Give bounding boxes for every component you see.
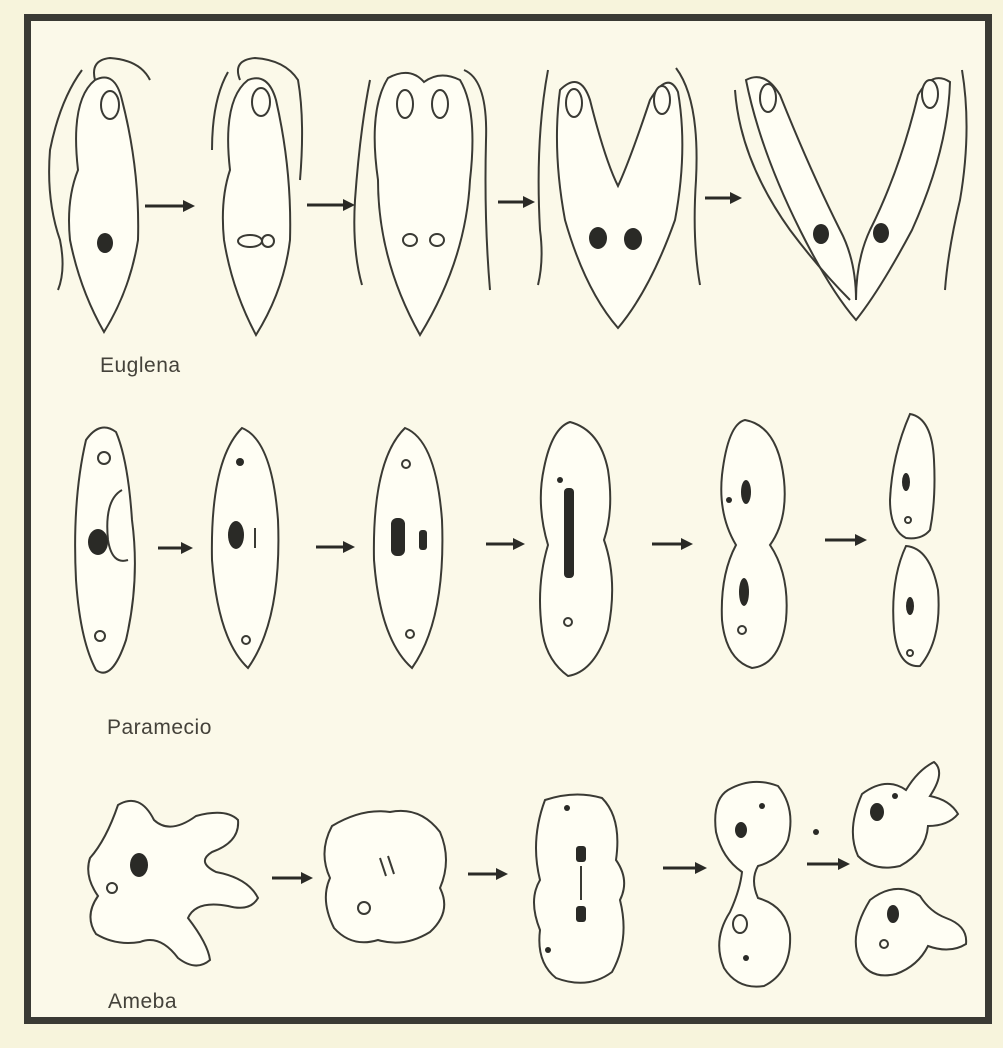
euglena-row bbox=[49, 58, 966, 335]
ameba-stage-5 bbox=[853, 762, 966, 975]
paramecio-arrow-3 bbox=[486, 538, 525, 550]
paramecio-arrow-5 bbox=[825, 534, 867, 546]
ameba-arrow-2 bbox=[468, 868, 508, 880]
label-euglena: Euglena bbox=[100, 354, 181, 378]
euglena-arrow-4 bbox=[705, 192, 742, 204]
paramecio-stage-5 bbox=[721, 420, 786, 668]
euglena-stage-4 bbox=[538, 68, 700, 328]
ameba-stage-1 bbox=[88, 801, 258, 966]
label-paramecio: Paramecio bbox=[107, 716, 212, 740]
ameba-stage-2 bbox=[324, 811, 446, 943]
euglena-stage-3 bbox=[354, 70, 490, 335]
paramecio-stage-3 bbox=[374, 428, 443, 668]
paramecio-arrow-1 bbox=[158, 542, 193, 554]
euglena-arrow-1 bbox=[145, 200, 195, 212]
paramecio-stage-1 bbox=[75, 428, 135, 673]
ameba-arrow-4 bbox=[807, 858, 850, 870]
ameba-stage-4 bbox=[715, 782, 790, 987]
ameba-particle bbox=[813, 829, 819, 835]
euglena-stage-2 bbox=[212, 58, 302, 335]
ameba-row bbox=[88, 762, 966, 987]
label-ameba: Ameba bbox=[108, 990, 177, 1014]
euglena-stage-5 bbox=[735, 70, 967, 320]
paramecio-stage-6 bbox=[890, 414, 939, 666]
paramecio-arrow-2 bbox=[316, 541, 355, 553]
euglena-arrow-2 bbox=[307, 199, 355, 211]
ameba-arrow-1 bbox=[272, 872, 313, 884]
paramecio-row bbox=[75, 414, 939, 676]
ameba-arrow-3 bbox=[663, 862, 707, 874]
ameba-stage-3 bbox=[534, 794, 624, 982]
paramecio-stage-2 bbox=[212, 428, 279, 668]
paramecio-stage-4 bbox=[540, 422, 612, 676]
euglena-arrow-3 bbox=[498, 196, 535, 208]
paramecio-arrow-4 bbox=[652, 538, 693, 550]
euglena-stage-1 bbox=[49, 58, 150, 332]
